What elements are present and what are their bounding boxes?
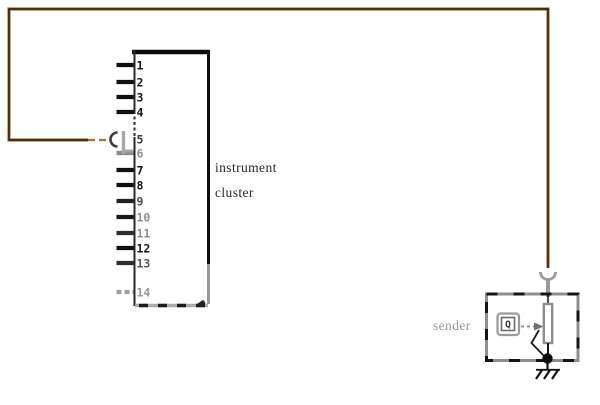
pin-number: 3 (137, 91, 144, 105)
cluster-label: instrument cluster (215, 160, 277, 200)
pin-number: 5 (137, 133, 144, 147)
wire-brown (7, 7, 550, 268)
pin-row: 3 (116, 91, 144, 105)
pin-number: 6 (137, 147, 144, 161)
wire-brown-outer (7, 7, 550, 268)
ground-icon (535, 358, 560, 380)
pin-row: 5 (137, 133, 144, 147)
pin-number: 12 (137, 242, 151, 256)
pin-row: 8 (116, 179, 144, 193)
pin-number: 1 (137, 59, 144, 73)
pin-row: 4 (116, 106, 144, 120)
cluster-corner-blob (197, 300, 206, 307)
wiper-return-wire (530, 329, 546, 358)
sender-label: sender (433, 318, 471, 333)
pin-row: 6 (116, 147, 144, 161)
pin-row: 13 (116, 257, 151, 271)
instrument-cluster-box (132, 49, 210, 308)
pin-number: 7 (137, 164, 144, 178)
cluster-label-line1: instrument (215, 160, 277, 175)
pin-row: 14 (116, 286, 151, 300)
pin-number: 14 (137, 286, 151, 300)
pin-number: 11 (137, 227, 151, 241)
sender-box-border (485, 292, 580, 362)
pin-row: 10 (116, 211, 151, 225)
wire-brown-core (8, 8, 549, 268)
pin-row: 12 (116, 242, 151, 256)
pin-number: 13 (137, 257, 151, 271)
pin-row: 9 (116, 195, 144, 209)
cluster-label-line2: cluster (215, 185, 254, 200)
sender-box (485, 292, 580, 362)
pin-number: 9 (137, 195, 144, 209)
pin-row: 7 (116, 164, 144, 178)
pin-row: 1 (116, 59, 144, 73)
pin-number: 2 (137, 76, 144, 90)
q-letter: Q (505, 320, 511, 331)
pin-row: 11 (116, 227, 151, 241)
connector-terminal-bar (121, 131, 126, 154)
connector-icon-pin5 (109, 131, 133, 154)
resistor-body (542, 302, 554, 345)
ground-hatch-1 (535, 369, 543, 380)
q-inner-box (500, 316, 516, 332)
connector-arc-icon (109, 131, 118, 148)
pin-number: 10 (137, 211, 151, 225)
pin-number: 4 (137, 106, 144, 120)
pin-number: 8 (137, 179, 144, 193)
ground-hatch-3 (551, 369, 559, 380)
ground-hatch-2 (543, 369, 551, 380)
wiper-arrow-icon (534, 322, 544, 331)
pin-row: 2 (116, 76, 144, 90)
q-component: Q (496, 312, 544, 337)
